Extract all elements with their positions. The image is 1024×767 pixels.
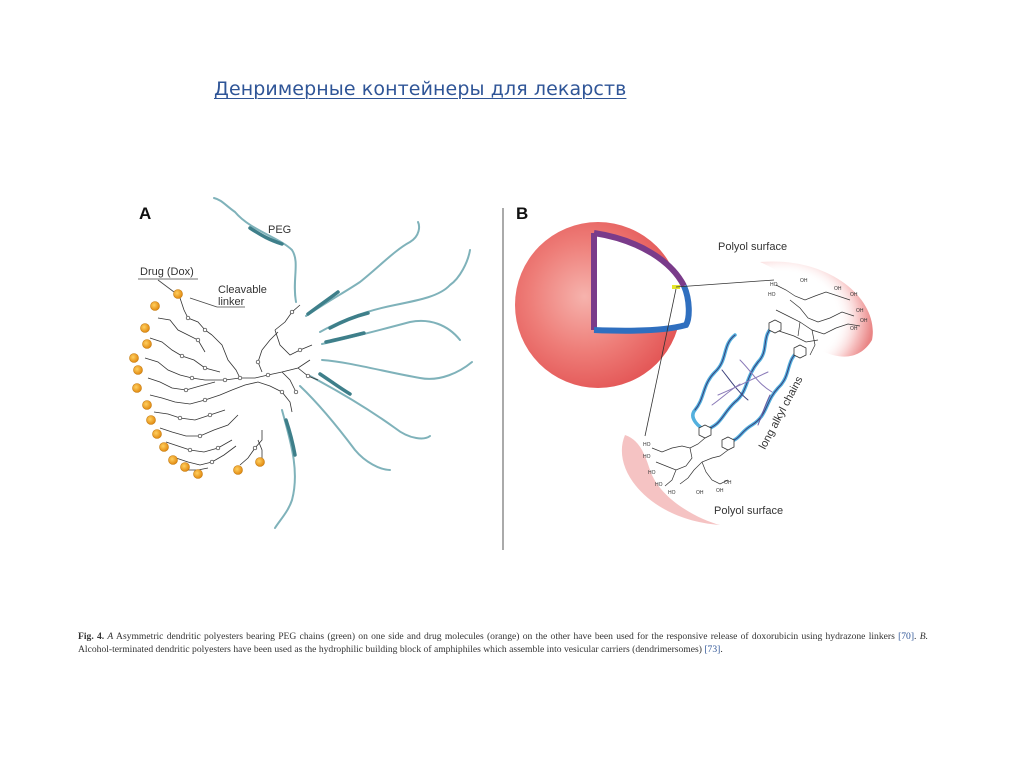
benzene-rings [698, 319, 807, 451]
alkyl-chains [694, 324, 801, 443]
svg-text:HO: HO [648, 470, 656, 476]
caption-part-a-text: Asymmetric dendritic polyesters bearing … [116, 631, 895, 642]
caption-ref-b[interactable]: [73] [704, 644, 721, 655]
bottom-dendron [651, 437, 729, 487]
caption-part-a-letter: A [107, 631, 114, 642]
figure-caption: Fig. 4. A Asymmetric dendritic polyester… [78, 631, 928, 655]
svg-text:HO: HO [655, 482, 663, 488]
svg-text:OH: OH [834, 286, 842, 292]
callout-line-top [675, 279, 775, 288]
drug-label: Drug (Dox) [140, 266, 194, 278]
caption-fig-label: Fig. 4. [78, 631, 105, 642]
drug-molecules [129, 289, 265, 479]
panel-a: A PEG Drug (Dox) Cleavable linker [129, 197, 473, 529]
linker-label-line2: linker [218, 296, 245, 308]
svg-text:OH: OH [800, 278, 808, 284]
panel-b-letter: B [516, 204, 528, 223]
polyol-label-top: Polyol surface [718, 241, 787, 253]
oxygen-atoms [177, 309, 311, 465]
svg-text:OH: OH [724, 480, 732, 486]
cutaway-wedge [594, 233, 689, 331]
polyol-halo-bottom [621, 435, 720, 525]
panel-a-letter: A [139, 204, 151, 223]
svg-text:OH: OH [850, 292, 858, 298]
svg-text:HO: HO [668, 490, 676, 496]
svg-text:HO: HO [770, 282, 778, 288]
callout-line-bottom [644, 288, 677, 437]
membrane-inner [593, 284, 692, 334]
slide-title: Денримерные контейнеры для лекарств [214, 78, 627, 100]
svg-text:HO: HO [643, 454, 651, 460]
svg-text:OH: OH [696, 490, 704, 496]
polyol-halo-top [760, 261, 873, 357]
svg-text:OH: OH [850, 326, 858, 332]
caption-ref-a[interactable]: [70] [898, 631, 915, 642]
label-pointers [138, 278, 245, 308]
membrane-outer [593, 230, 687, 288]
svg-text:OH: OH [856, 308, 864, 314]
peg-chains [213, 197, 473, 529]
svg-text:OH: OH [716, 488, 724, 494]
caption-part-b-letter: B. [919, 631, 928, 642]
caption-part-b-text: Alcohol-terminated dendritic polyesters … [78, 644, 702, 655]
panel-b: B Polyol surface Polyol surface long alk… [515, 204, 873, 525]
peg-highlights [248, 226, 370, 457]
polyol-label-bottom: Polyol surface [714, 505, 783, 517]
svg-text:HO: HO [768, 292, 776, 298]
top-dendron [769, 284, 861, 356]
linker-label-line1: Cleavable [218, 284, 267, 296]
svg-text:OH: OH [860, 318, 868, 324]
peg-label: PEG [268, 224, 291, 236]
svg-text:HO: HO [643, 442, 651, 448]
caption-end: . [720, 644, 723, 655]
